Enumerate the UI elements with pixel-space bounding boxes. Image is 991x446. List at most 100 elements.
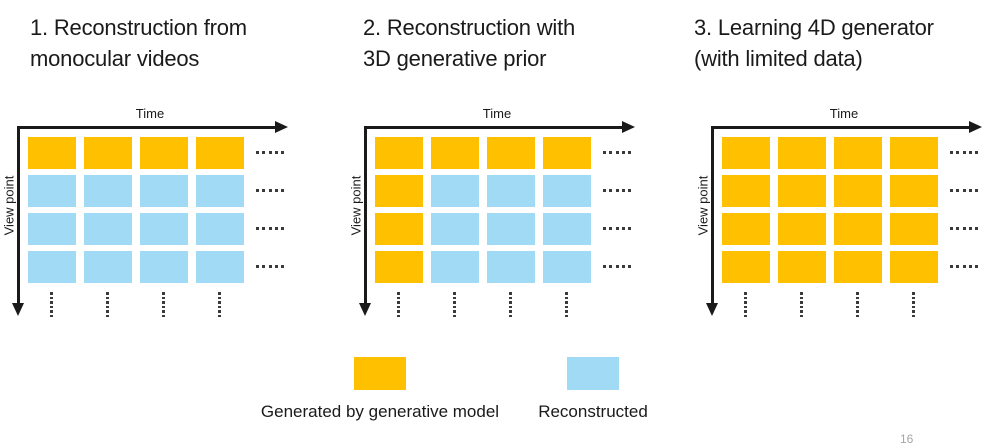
- viewpoint-axis-arrowhead-icon: [706, 303, 718, 316]
- grid-cell-generated: [890, 137, 938, 169]
- grid-cell-reconstructed: [487, 175, 535, 207]
- cell-grid: [375, 137, 591, 283]
- viewpoint-axis-label: View point: [348, 175, 364, 236]
- legend: Generated by generative model Reconstruc…: [0, 357, 991, 423]
- grid-cell-generated: [375, 251, 423, 283]
- legend-swatch-reconstructed: [567, 357, 619, 390]
- grid-cell-generated: [140, 137, 188, 169]
- page-number: 16: [900, 432, 914, 446]
- panel-learning-4d-generator: 3. Learning 4D generator (with limited d…: [694, 0, 991, 340]
- grid-cell-reconstructed: [487, 213, 535, 245]
- grid-cell-generated: [375, 175, 423, 207]
- grid-cell-reconstructed: [84, 251, 132, 283]
- time-axis-arrowhead-icon: [969, 121, 982, 133]
- grid-cell-generated: [722, 251, 770, 283]
- grid-cell-reconstructed: [196, 251, 244, 283]
- grid-cell-generated: [778, 175, 826, 207]
- viewpoint-axis-line: [17, 126, 20, 304]
- grid-cell-generated: [543, 137, 591, 169]
- grid-cell-generated: [196, 137, 244, 169]
- row-continuation-dots: [603, 227, 631, 230]
- grid-cell-generated: [890, 175, 938, 207]
- grid-cell-generated: [722, 175, 770, 207]
- grid-diagram: Time View point: [347, 0, 677, 340]
- time-axis-line: [18, 126, 276, 129]
- column-continuation-dots: [453, 292, 456, 317]
- grid-cell-reconstructed: [196, 213, 244, 245]
- grid-cell-reconstructed: [543, 175, 591, 207]
- grid-cell-reconstructed: [84, 213, 132, 245]
- grid-cell-generated: [834, 251, 882, 283]
- grid-cell-reconstructed: [140, 175, 188, 207]
- row-continuation-dots: [256, 151, 284, 154]
- viewpoint-axis-arrowhead-icon: [12, 303, 24, 316]
- grid-cell-generated: [890, 213, 938, 245]
- viewpoint-axis-line: [364, 126, 367, 304]
- time-axis-label: Time: [135, 106, 165, 121]
- grid-cell-generated: [778, 213, 826, 245]
- row-continuation-dots: [603, 189, 631, 192]
- grid-cell-generated: [834, 175, 882, 207]
- row-continuation-dots: [256, 265, 284, 268]
- grid-cell-generated: [375, 137, 423, 169]
- grid-cell-generated: [431, 137, 479, 169]
- grid-cell-reconstructed: [431, 175, 479, 207]
- row-continuation-dots: [603, 265, 631, 268]
- row-continuation-dots: [950, 265, 978, 268]
- row-continuation-dots: [950, 227, 978, 230]
- legend-item-generated: Generated by generative model: [250, 357, 510, 422]
- row-continuation-dots: [950, 151, 978, 154]
- cell-grid: [722, 137, 938, 283]
- grid-cell-reconstructed: [431, 251, 479, 283]
- column-continuation-dots: [106, 292, 109, 317]
- legend-item-reconstructed: Reconstructed: [518, 357, 668, 422]
- row-continuation-dots: [256, 189, 284, 192]
- grid-cell-reconstructed: [28, 251, 76, 283]
- grid-cell-generated: [778, 251, 826, 283]
- column-continuation-dots: [800, 292, 803, 317]
- grid-cell-generated: [890, 251, 938, 283]
- grid-cell-reconstructed: [140, 251, 188, 283]
- panel-title: 3. Learning 4D generator (with limited d…: [694, 15, 934, 71]
- column-continuation-dots: [50, 292, 53, 317]
- viewpoint-axis-line: [711, 126, 714, 304]
- grid-cell-reconstructed: [28, 213, 76, 245]
- column-continuation-dots: [912, 292, 915, 317]
- grid-cell-generated: [722, 137, 770, 169]
- grid-cell-reconstructed: [196, 175, 244, 207]
- viewpoint-axis-arrowhead-icon: [359, 303, 371, 316]
- grid-cell-reconstructed: [543, 251, 591, 283]
- grid-cell-reconstructed: [431, 213, 479, 245]
- legend-swatch-generated: [354, 357, 406, 390]
- grid-cell-generated: [487, 137, 535, 169]
- grid-cell-reconstructed: [487, 251, 535, 283]
- grid-diagram: Time View point: [0, 0, 330, 340]
- grid-cell-generated: [778, 137, 826, 169]
- row-continuation-dots: [603, 151, 631, 154]
- time-axis-arrowhead-icon: [275, 121, 288, 133]
- grid-diagram: Time View point: [694, 0, 991, 340]
- column-continuation-dots: [509, 292, 512, 317]
- time-axis-arrowhead-icon: [622, 121, 635, 133]
- grid-cell-generated: [28, 137, 76, 169]
- grid-cell-generated: [375, 213, 423, 245]
- column-continuation-dots: [162, 292, 165, 317]
- column-continuation-dots: [218, 292, 221, 317]
- grid-cell-generated: [834, 137, 882, 169]
- grid-cell-reconstructed: [543, 213, 591, 245]
- column-continuation-dots: [397, 292, 400, 317]
- grid-cell-reconstructed: [28, 175, 76, 207]
- grid-cell-generated: [84, 137, 132, 169]
- row-continuation-dots: [256, 227, 284, 230]
- grid-cell-reconstructed: [140, 213, 188, 245]
- grid-cell-generated: [834, 213, 882, 245]
- row-continuation-dots: [950, 189, 978, 192]
- column-continuation-dots: [744, 292, 747, 317]
- panel-title: 2. Reconstruction with 3D generative pri…: [363, 15, 576, 71]
- viewpoint-axis-label: View point: [1, 175, 17, 236]
- viewpoint-axis-label: View point: [695, 175, 711, 236]
- time-axis-label: Time: [829, 106, 859, 121]
- legend-label-reconstructed: Reconstructed: [538, 402, 648, 421]
- time-axis-line: [712, 126, 970, 129]
